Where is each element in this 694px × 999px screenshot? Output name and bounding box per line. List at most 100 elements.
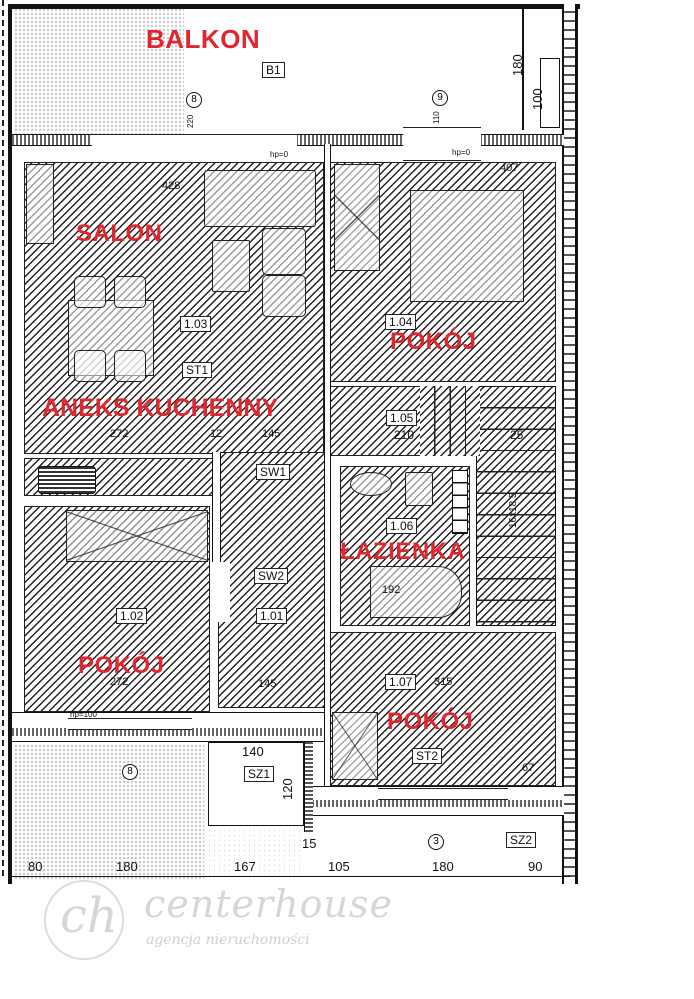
logo-monogram: ch (60, 888, 118, 944)
logo-tagline: agencja nieruchomości (146, 932, 310, 948)
furniture-chair-2 (114, 276, 146, 308)
window-bottom-left (68, 718, 192, 730)
dim-stairs-radius: 25 (510, 428, 524, 442)
tag-1-02: 1.02 (116, 608, 148, 624)
wall-center-vertical (324, 144, 331, 794)
axis-marker-bottom-left: 8 (122, 764, 138, 780)
tag-st1: ST1 (182, 362, 213, 378)
bottom-dimension-line (10, 876, 570, 878)
axis-marker-top-left: 8 (186, 92, 202, 108)
balcony-top-edge (10, 4, 580, 9)
tag-1-03: 1.03 (180, 316, 212, 332)
dim-chain-3: 167 (234, 859, 256, 874)
furniture-sofa (204, 170, 316, 227)
hall-door-gap (212, 562, 230, 622)
kitchen-sink-icon (38, 466, 96, 494)
dim-chain-6: 90 (528, 859, 543, 874)
window-top-right (403, 127, 481, 161)
tag-b1: B1 (262, 62, 285, 78)
logo-monogram-icon: ch (44, 880, 124, 960)
tag-sz2: SZ2 (506, 832, 537, 848)
room-label-pokoj-1-02: POKÓJ (78, 652, 165, 679)
dim-chain-2: 180 (116, 859, 138, 874)
dim-chain-4: 105 (328, 859, 350, 874)
tag-1-04: 1.04 (385, 314, 417, 330)
logo: ch centerhouse agencja nieruchomości (40, 876, 392, 966)
sz1-box (208, 742, 304, 826)
furniture-washbasin (350, 472, 392, 496)
furniture-chair-3 (74, 350, 106, 382)
stairs-grid-top (420, 386, 480, 456)
room-label-salon: SALON (76, 220, 163, 247)
axis-marker-top-right: 9 (432, 90, 448, 106)
terrace-left (14, 744, 204, 880)
room-label-balkon: BALKON (146, 24, 261, 54)
right-outer-wall (562, 4, 578, 884)
dim-stairs-spec: 16x18,5 (508, 492, 519, 528)
balcony-area-right (184, 8, 564, 134)
furniture-bed (410, 190, 524, 302)
axis-marker-bottom-right: 3 (428, 834, 444, 850)
left-dashed-line (2, 0, 4, 880)
dim-kitchen-width: 272 (110, 428, 129, 440)
dim-bath-tub: 192 (382, 584, 401, 596)
dim-balcony-height: 180 (510, 54, 525, 76)
dim-hall-width: 145 (262, 428, 281, 440)
room-label-pokoj-1-07: POKÓJ (387, 708, 474, 735)
dim-br-small: 67 (522, 762, 535, 774)
furniture-wardrobe-2 (66, 510, 208, 562)
furniture-bathtub (370, 566, 462, 618)
dim-hp-bottom: hp=100 (70, 710, 97, 719)
dim-win-top-left: 220 (186, 114, 195, 128)
tag-1-01: 1.01 (256, 608, 288, 624)
dim-hall2-width: 145 (258, 678, 277, 690)
dim-hp-top-right: hp=0 (452, 148, 471, 157)
room-label-lazienka: ŁAZIENKA (340, 538, 466, 565)
window-top-left (92, 134, 297, 166)
furniture-armchair (262, 228, 306, 275)
dim-br-room-width: 315 (434, 676, 453, 688)
balcony-rail-box (540, 58, 560, 128)
hall-divider (212, 452, 221, 562)
furniture-armchair-2 (262, 275, 306, 317)
room-label-aneks-kuchenny: ANEKS KUCHENNY (42, 394, 279, 422)
furniture-chair-1 (74, 276, 106, 308)
dim-chain-1: 80 (28, 859, 43, 874)
dim-bl-room-width: 272 (110, 676, 129, 688)
furniture-desk (332, 712, 378, 780)
tag-1-05: 1.05 (386, 410, 418, 426)
dim-salon-width: 428 (162, 180, 181, 192)
balcony-area (14, 8, 184, 134)
furniture-wardrobe (334, 164, 380, 271)
balcony-right-vertical (522, 4, 524, 130)
furniture-cabinet-left (26, 164, 54, 244)
tag-sw1: SW1 (256, 464, 291, 480)
furniture-coffee-table (212, 240, 250, 292)
wall-right-mid (304, 742, 313, 832)
dim-win-top-right: 110 (432, 111, 441, 124)
furniture-chair-4 (114, 350, 146, 382)
bottom-wall-right-brick (312, 800, 564, 807)
furniture-toilet (405, 472, 433, 506)
dim-balcony-rail: 100 (530, 88, 545, 110)
stairs (476, 386, 556, 626)
bathroom-fixtures-column (452, 470, 468, 534)
dim-kitchen-small: 12 (210, 428, 223, 440)
tag-1-06: 1.06 (386, 518, 418, 534)
dim-room-1-04-width: 407 (500, 162, 519, 174)
tag-sz1: SZ1 (244, 766, 275, 782)
tag-st2: ST2 (412, 748, 443, 764)
tag-sw2: SW2 (254, 568, 289, 584)
dim-sz1-width: 140 (242, 744, 264, 759)
bottom-wall-left-brick (12, 728, 324, 736)
dim-hp-top-left: hp=0 (270, 150, 289, 159)
logo-brand: centerhouse (144, 882, 393, 926)
tag-1-07: 1.07 (385, 674, 417, 690)
dim-sz1-height: 120 (280, 778, 295, 800)
dim-r105-width: 210 (394, 428, 415, 442)
room-label-pokoj-1-04: POKÓJ (390, 328, 477, 355)
window-bottom-right (378, 788, 508, 800)
left-outer-wall (8, 4, 12, 884)
dim-sz1-offset: 15 (302, 836, 317, 851)
